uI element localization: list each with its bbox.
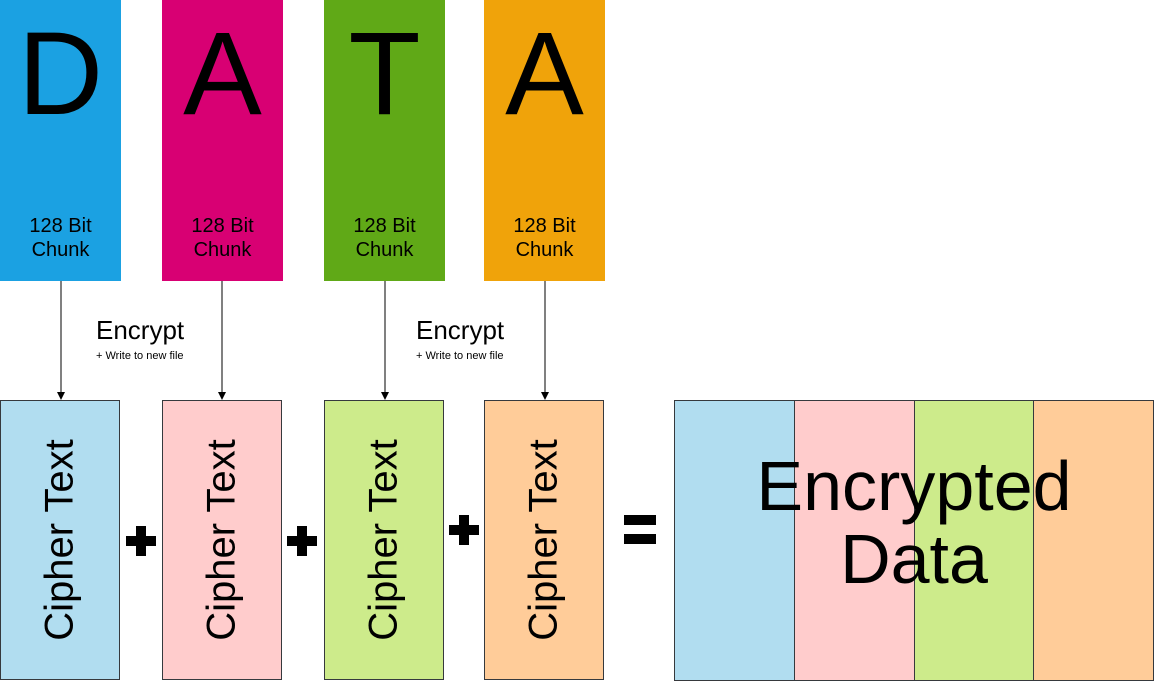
chunk-letter: A <box>505 8 584 140</box>
equals-operator <box>620 510 660 550</box>
cipher-label: Cipher Text <box>37 439 82 641</box>
cipher-block: Cipher Text <box>162 400 282 680</box>
encrypt-note: + Write to new file <box>96 350 184 362</box>
encrypt-label: Encrypt <box>96 315 185 345</box>
encrypt-note: + Write to new file <box>416 350 504 362</box>
chunk-letter: D <box>17 8 104 140</box>
plus-operator <box>123 516 159 566</box>
encrypt-label: Encrypt <box>416 315 505 345</box>
cipher-label: Cipher Text <box>521 439 566 641</box>
result-band <box>914 400 1034 681</box>
plus-operator <box>284 516 320 566</box>
cipher-label: Cipher Text <box>199 439 244 641</box>
result-band <box>1033 400 1154 681</box>
chunk-letter: A <box>183 8 262 140</box>
chunk-letter: T <box>348 8 421 140</box>
cipher-block: Cipher Text <box>324 400 444 680</box>
cipher-block: Cipher Text <box>484 400 604 680</box>
cipher-block: Cipher Text <box>0 400 120 680</box>
plus-operator <box>446 505 482 555</box>
cipher-label: Cipher Text <box>361 439 406 641</box>
